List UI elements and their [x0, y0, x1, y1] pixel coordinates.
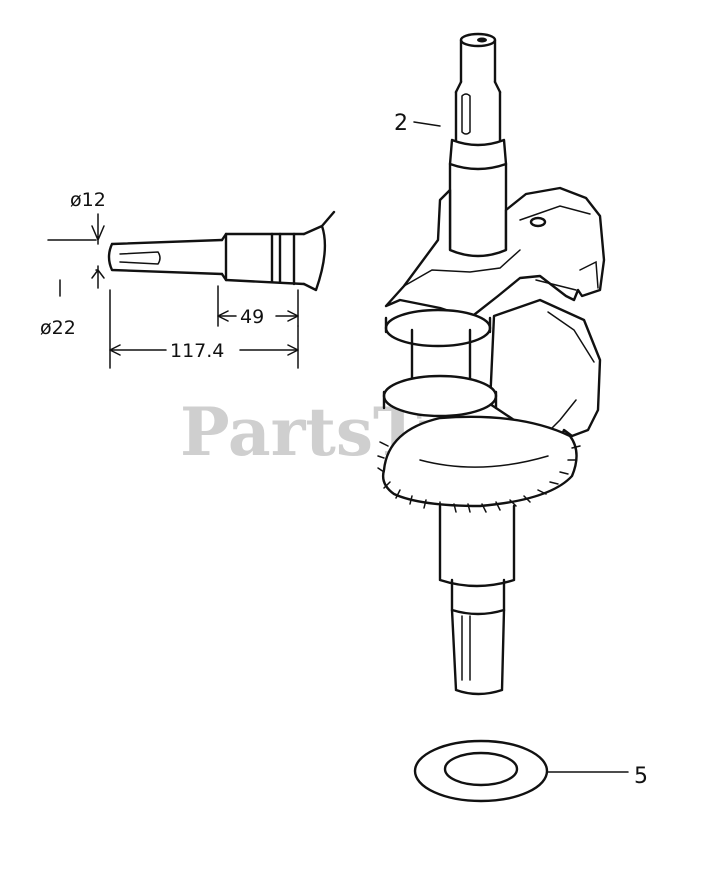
callout-washer-label: 5: [634, 764, 648, 789]
callout-crankshaft-label: 2: [394, 111, 408, 136]
callout-crankshaft: 2: [394, 111, 441, 136]
dimension-shoulder-length: 49: [240, 306, 264, 328]
dimension-overall-length: 117.4: [170, 340, 224, 362]
washer-drawing: [413, 739, 549, 803]
dimension-large-diameter: ø22: [40, 317, 76, 339]
crankshaft-drawing: [377, 32, 606, 696]
shaft-end-detail-drawing: ø12 ø22 49 117.4: [40, 189, 336, 369]
dimension-small-diameter: ø12: [70, 189, 106, 211]
callout-washer: 5: [546, 764, 648, 789]
